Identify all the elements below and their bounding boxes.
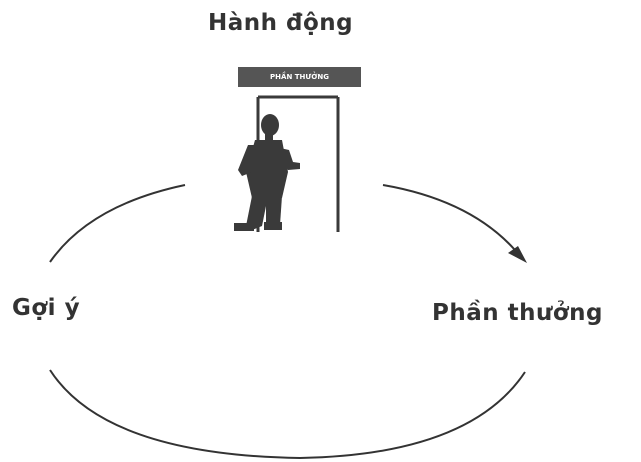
arc-action-to-reward <box>383 185 515 250</box>
label-cue: Gợi ý <box>12 295 80 321</box>
arc-cue-to-action <box>50 185 185 262</box>
arrowhead-icon <box>508 246 527 263</box>
label-action: Hành động <box>208 10 353 36</box>
door-sign-text: PHẦN THƯỞNG <box>240 69 359 85</box>
person-walking-through-door-icon <box>234 114 300 231</box>
label-reward: Phần thưởng <box>432 300 603 326</box>
arc-reward-to-cue <box>50 370 525 458</box>
